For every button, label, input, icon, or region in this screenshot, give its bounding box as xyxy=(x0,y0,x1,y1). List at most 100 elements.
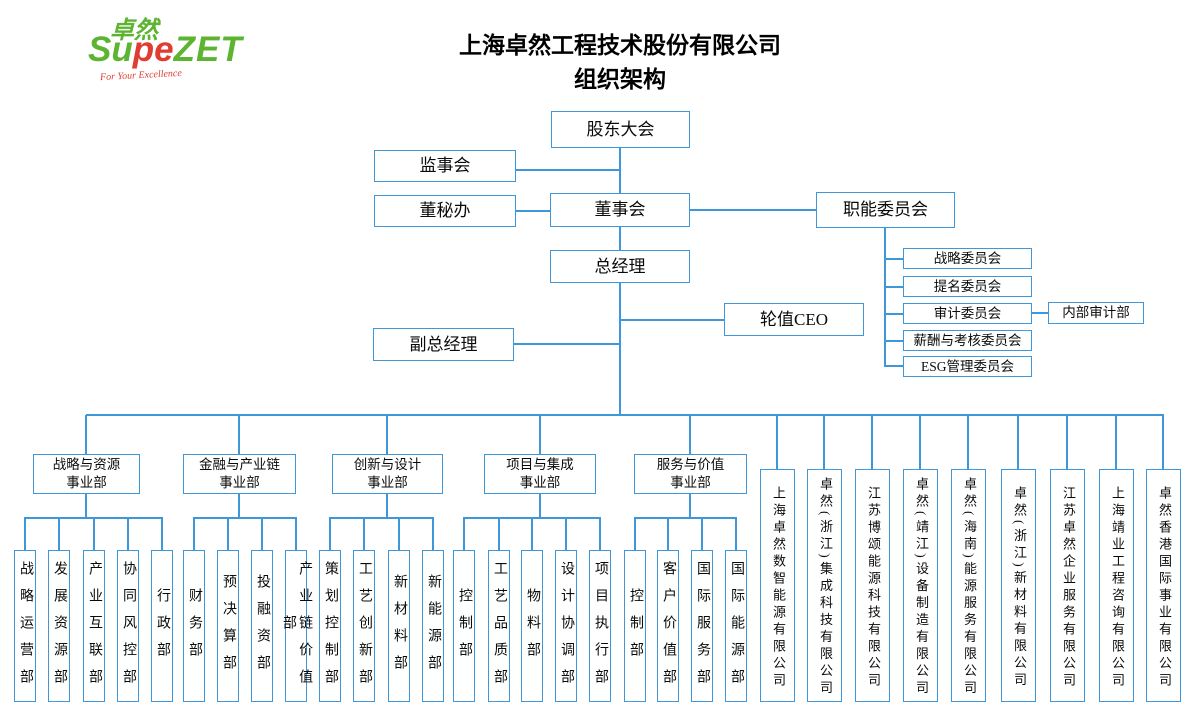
org-box-functional-committees: 职能委员会 xyxy=(816,192,955,228)
connector-division-drop xyxy=(386,415,388,455)
connector-dept-drop xyxy=(24,517,26,550)
division-label-line1: 服务与价值 xyxy=(656,456,725,472)
connector-dept-drop xyxy=(261,517,263,550)
connector-subsidiary-drop xyxy=(823,415,825,470)
connector-rotating-ceo-stub xyxy=(620,319,724,321)
connector-committee-stub xyxy=(885,313,903,315)
division-label-line1: 金融与产业链 xyxy=(199,456,280,472)
org-box-dept-control-project: 控制部 xyxy=(453,550,475,702)
org-box-subsidiary-shuzhi-energy: 上海卓然数智能源有限公司 xyxy=(760,469,795,702)
division-label-line1: 战略与资源 xyxy=(52,456,121,472)
org-box-subsidiary-jiangsu-enterprise-service: 江苏卓然企业服务有限公司 xyxy=(1050,469,1085,702)
org-box-dept-risk-control: 协同风控部 xyxy=(117,550,139,702)
connector-dept-drop xyxy=(363,517,365,550)
connector-board-gm xyxy=(619,227,621,251)
org-box-internal-audit-dept: 内部审计部 xyxy=(1048,302,1144,324)
org-box-board-of-directors: 董事会 xyxy=(550,193,690,227)
org-box-dept-planning-control: 策划控制部 xyxy=(319,550,341,702)
org-box-dept-finance: 财务部 xyxy=(183,550,205,702)
org-box-dept-budget: 预决算部 xyxy=(217,550,239,702)
logo-wordmark: SupeZET xyxy=(88,30,243,70)
connector-subsidiary-drop xyxy=(776,415,778,470)
connector-division-dept-drop xyxy=(386,494,388,518)
org-box-dept-process-innovation: 工艺创新部 xyxy=(353,550,375,702)
connector-division-dept-drop xyxy=(689,494,691,518)
connector-committee-stub xyxy=(885,365,903,367)
org-box-subsidiary-jiangsu-bosong: 江苏博颂能源科技有限公司 xyxy=(855,469,890,702)
org-box-division-strategy-resources: 战略与资源 事业部 xyxy=(33,454,140,494)
org-box-subsidiary-hongkong-international: 卓然香港国际事业有限公司 xyxy=(1146,469,1181,702)
connector-dept-drop xyxy=(127,517,129,550)
org-box-dept-design-coordination: 设计协调部 xyxy=(555,550,577,702)
division-label-line2: 事业部 xyxy=(66,475,107,490)
org-box-strategy-committee: 战略委员会 xyxy=(903,248,1032,269)
org-box-dept-international-service: 国际服务部 xyxy=(691,550,713,702)
page-subtitle: 组织架构 xyxy=(574,66,666,92)
org-box-division-finance-industry-chain: 金融与产业链 事业部 xyxy=(183,454,296,494)
connector-dept-drop xyxy=(667,517,669,550)
org-box-dept-investment-financing: 投融资部 xyxy=(251,550,273,702)
connector-dept-drop xyxy=(161,517,163,550)
connector-subsidiary-drop xyxy=(1066,415,1068,470)
org-box-subsidiary-zhejiang-new-materials: 卓然(浙江)新材料有限公司 xyxy=(1001,469,1036,702)
org-box-board-secretary-office: 董秘办 xyxy=(374,195,516,227)
division-label-line2: 事业部 xyxy=(367,475,408,490)
connector-dept-drop xyxy=(329,517,331,550)
connector-dept-bus xyxy=(194,517,296,519)
connector-dept-drop xyxy=(295,517,297,550)
org-box-dept-materials: 物料部 xyxy=(521,550,543,702)
connector-dept-bus xyxy=(330,517,433,519)
org-box-division-innovation-design: 创新与设计 事业部 xyxy=(332,454,443,494)
connector-secretary-stub xyxy=(516,210,550,212)
connector-deputy-gm-stub xyxy=(514,343,620,345)
org-box-subsidiary-hainan-energy: 卓然(海南)能源服务有限公司 xyxy=(951,469,986,702)
connector-dept-drop xyxy=(735,517,737,550)
org-box-dept-process-quality: 工艺品质部 xyxy=(488,550,510,702)
org-box-audit-committee: 审计委员会 xyxy=(903,303,1032,324)
connector-subsidiary-drop xyxy=(919,415,921,470)
logo-tagline: For Your Excellence xyxy=(99,67,183,84)
connector-audit-internal-audit xyxy=(1032,312,1048,314)
connector-division-drop xyxy=(539,415,541,455)
connector-supervisory-stub xyxy=(516,169,621,171)
connector-gm-trunk xyxy=(619,283,621,416)
org-box-supervisory-board: 监事会 xyxy=(374,150,516,182)
org-box-general-manager: 总经理 xyxy=(550,250,690,283)
connector-dept-drop xyxy=(498,517,500,550)
org-box-dept-control-service: 控制部 xyxy=(624,550,646,702)
org-box-compensation-committee: 薪酬与考核委员会 xyxy=(903,330,1032,351)
connector-committee-stub xyxy=(885,258,903,260)
division-label-line2: 事业部 xyxy=(519,475,561,490)
org-box-dept-new-materials: 新材料部 xyxy=(388,550,410,702)
connector-dept-drop xyxy=(193,517,195,550)
connector-dept-drop xyxy=(227,517,229,550)
connector-subsidiary-drop xyxy=(967,415,969,470)
connector-subsidiary-drop xyxy=(1017,415,1019,470)
connector-division-drop xyxy=(85,415,87,455)
company-logo: 卓然 SupeZET For Your Excellence xyxy=(88,10,268,90)
org-box-subsidiary-zhejiang-integration: 卓然(浙江)集成科技有限公司 xyxy=(807,469,842,702)
division-label-line2: 事业部 xyxy=(219,475,260,490)
connector-committee-stub xyxy=(885,340,903,342)
org-box-rotating-ceo: 轮值CEO xyxy=(724,303,864,336)
org-box-shareholders-meeting: 股东大会 xyxy=(551,111,690,148)
connector-dept-drop xyxy=(634,517,636,550)
connector-dept-drop xyxy=(432,517,434,550)
page-title: 上海卓然工程技术股份有限公司 xyxy=(459,32,781,58)
logo-word-pe: pe xyxy=(132,30,174,69)
org-box-dept-international-energy: 国际能源部 xyxy=(725,550,747,702)
connector-committee-stub xyxy=(885,286,903,288)
connector-committee-spine xyxy=(884,228,886,367)
connector-dept-drop xyxy=(701,517,703,550)
org-box-division-service-value: 服务与价值 事业部 xyxy=(634,454,747,494)
logo-word-su: Su xyxy=(88,30,133,69)
org-box-subsidiary-jingjiang-equipment: 卓然(靖江)设备制造有限公司 xyxy=(903,469,938,702)
connector-dept-drop xyxy=(58,517,60,550)
connector-board-committees xyxy=(690,209,816,211)
org-box-nomination-committee: 提名委员会 xyxy=(903,276,1032,297)
logo-word-zet: ZET xyxy=(173,30,243,69)
org-box-dept-industry-chain-value: 产业链价值部 xyxy=(281,550,312,702)
division-label-line2: 事业部 xyxy=(670,475,711,490)
division-label-line1: 创新与设计 xyxy=(353,456,422,472)
connector-subsidiary-drop xyxy=(871,415,873,470)
